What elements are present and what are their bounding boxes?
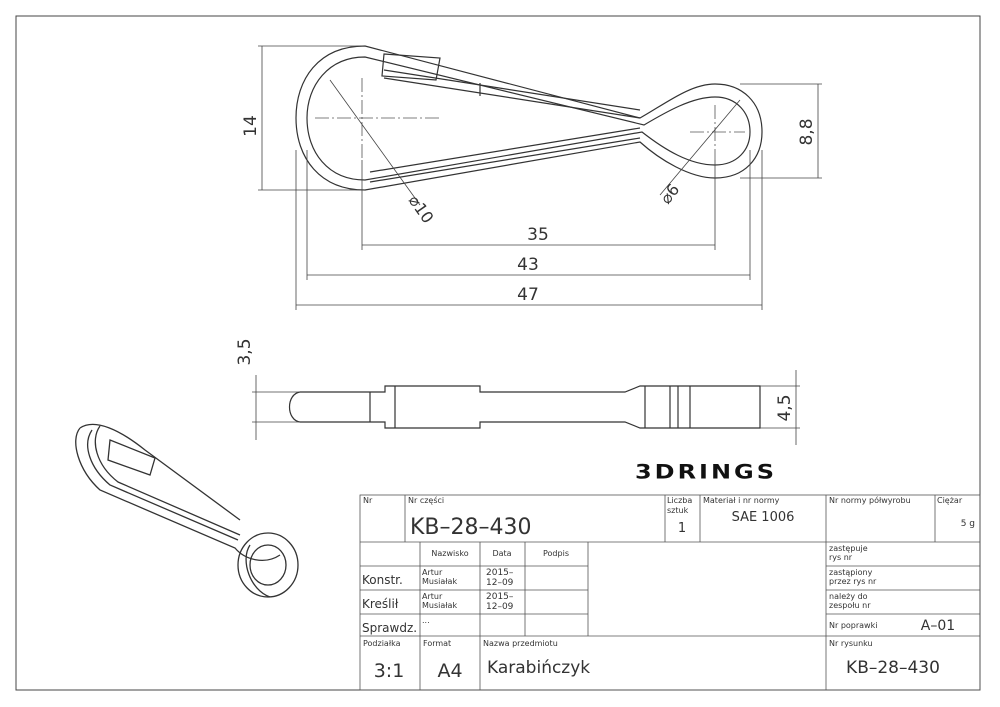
dim-dia-10: ⌀10	[405, 191, 438, 226]
tb-nr-label: Nr	[363, 496, 373, 505]
tb-liczba-value: 1	[678, 521, 686, 536]
tb-nr-rysunku-value: KB–28–430	[846, 658, 940, 678]
tb-nr-czesci-label: Nr części	[408, 495, 444, 505]
top-view	[295, 45, 763, 191]
isometric-view	[75, 423, 299, 598]
tb-material-label: Materiał i nr normy	[703, 496, 780, 505]
tb-konstr-name1: Artur	[422, 568, 443, 577]
tb-konstr-date1: 2015–	[486, 568, 514, 578]
dim-dia-6: ⌀6	[656, 180, 683, 207]
dim-3-5: 3,5	[235, 338, 255, 365]
tb-zastapiony-1: zastąpiony	[829, 568, 873, 577]
dimension-lines	[258, 45, 822, 310]
side-view	[288, 385, 761, 429]
tb-nr-poprawki-value: A–01	[921, 618, 955, 634]
dim-47: 47	[517, 285, 539, 305]
tb-kreslil-date2: 12–09	[486, 602, 514, 612]
tb-zastapiony-2: przez rys nr	[829, 577, 877, 586]
side-dimension-lines	[252, 370, 800, 445]
tb-ciezar-value: 5 g	[961, 519, 975, 529]
tb-material-value: SAE 1006	[732, 510, 795, 525]
tb-norma-label: Nr normy półwyrobu	[829, 495, 911, 505]
tb-podzialka-label: Podziałka	[363, 639, 401, 648]
tb-data-label: Data	[492, 549, 511, 558]
tb-nazwisko-label: Nazwisko	[431, 549, 468, 558]
tb-kreslil-label: Kreślił	[362, 597, 399, 611]
tb-nalezy-2: zespołu nr	[829, 601, 871, 610]
tb-konstr-label: Konstr.	[362, 573, 403, 587]
tb-format-label: Format	[423, 639, 451, 648]
title-block-grid	[359, 494, 981, 691]
dim-8-8: 8,8	[797, 118, 817, 145]
tb-zastepuje-1: zastępuje	[829, 544, 868, 553]
sheet-frame	[15, 15, 981, 691]
dim-14: 14	[241, 115, 261, 137]
tb-podpis-label: Podpis	[543, 549, 569, 558]
dim-4-5: 4,5	[775, 394, 795, 421]
tb-sprawdz-label: Sprawdz.	[362, 621, 417, 635]
tb-nr-czesci-value: KB–28–430	[410, 515, 532, 540]
dim-43: 43	[517, 255, 539, 275]
tb-konstr-date2: 12–09	[486, 578, 514, 588]
tb-kreslil-name2: Musiałak	[422, 601, 457, 610]
tb-liczba-label: Liczba	[667, 496, 692, 505]
tb-nr-rysunku-label: Nr rysunku	[829, 639, 873, 648]
tb-nazwa-label: Nazwa przedmiotu	[483, 639, 558, 648]
tb-kreslil-date1: 2015–	[486, 592, 514, 602]
centerlines	[315, 78, 745, 160]
tb-sztuk-label: sztuk	[667, 506, 689, 515]
tb-nalezy-1: należy do	[829, 592, 868, 601]
tb-nazwa-value: Karabińczyk	[487, 658, 590, 678]
tb-logo: 3DRINGS	[635, 462, 777, 484]
tb-ciezar-label: Ciężar	[937, 496, 963, 505]
tb-format-value: A4	[437, 660, 462, 682]
dim-35: 35	[527, 225, 549, 245]
tb-zastepuje-2: rys nr	[829, 553, 853, 562]
tb-podzialka-value: 3:1	[374, 660, 405, 682]
tb-nr-poprawki-label: Nr poprawki	[829, 621, 877, 630]
tb-konstr-name2: Musiałak	[422, 577, 457, 586]
tb-sprawdz-name: ...	[422, 616, 430, 625]
tb-kreslil-name1: Artur	[422, 592, 443, 601]
